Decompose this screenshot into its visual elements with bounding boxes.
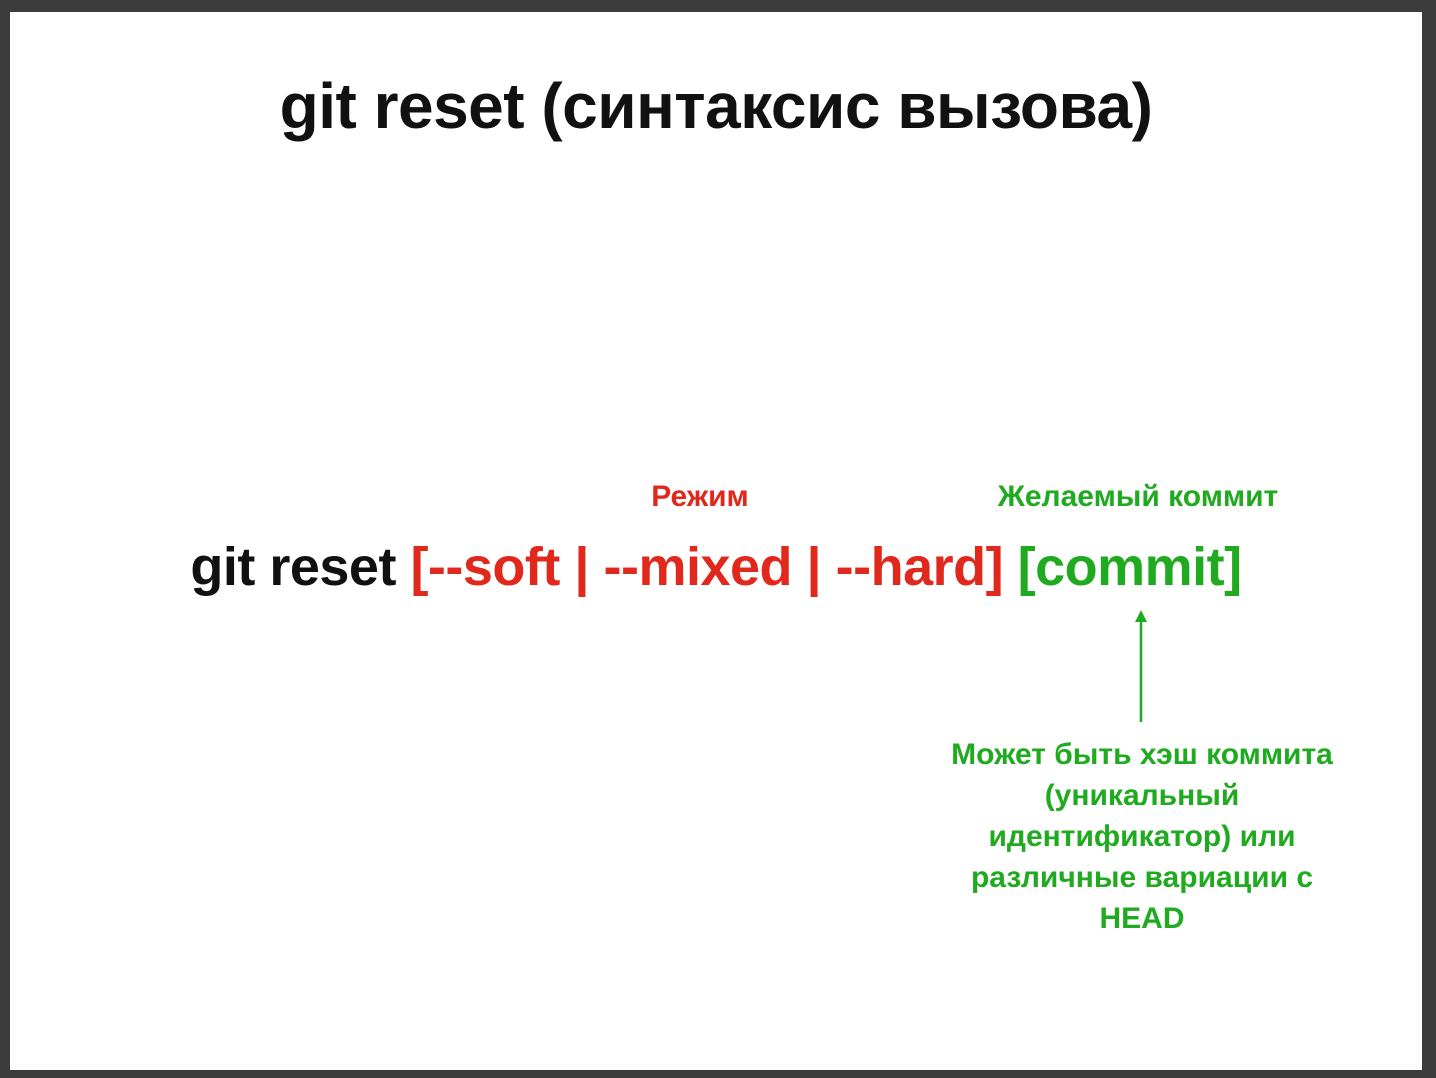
command-options: [--soft | --mixed | --hard] — [410, 537, 1004, 597]
mode-label: Режим — [651, 480, 749, 513]
arrow-up-icon — [1135, 610, 1147, 722]
command-syntax: git reset [--soft | --mixed | --hard] [c… — [10, 540, 1422, 594]
slide-title: git reset (синтаксис вызова) — [279, 70, 1153, 142]
commit-label: Желаемый коммит — [997, 480, 1279, 513]
commit-note: Может быть хэш коммита (уникальный идент… — [951, 738, 1333, 935]
command-commit: [commit] — [1017, 537, 1243, 597]
command-base: git reset — [190, 537, 396, 597]
slide: git reset (синтаксис вызова) Режим Желае… — [10, 12, 1422, 1070]
